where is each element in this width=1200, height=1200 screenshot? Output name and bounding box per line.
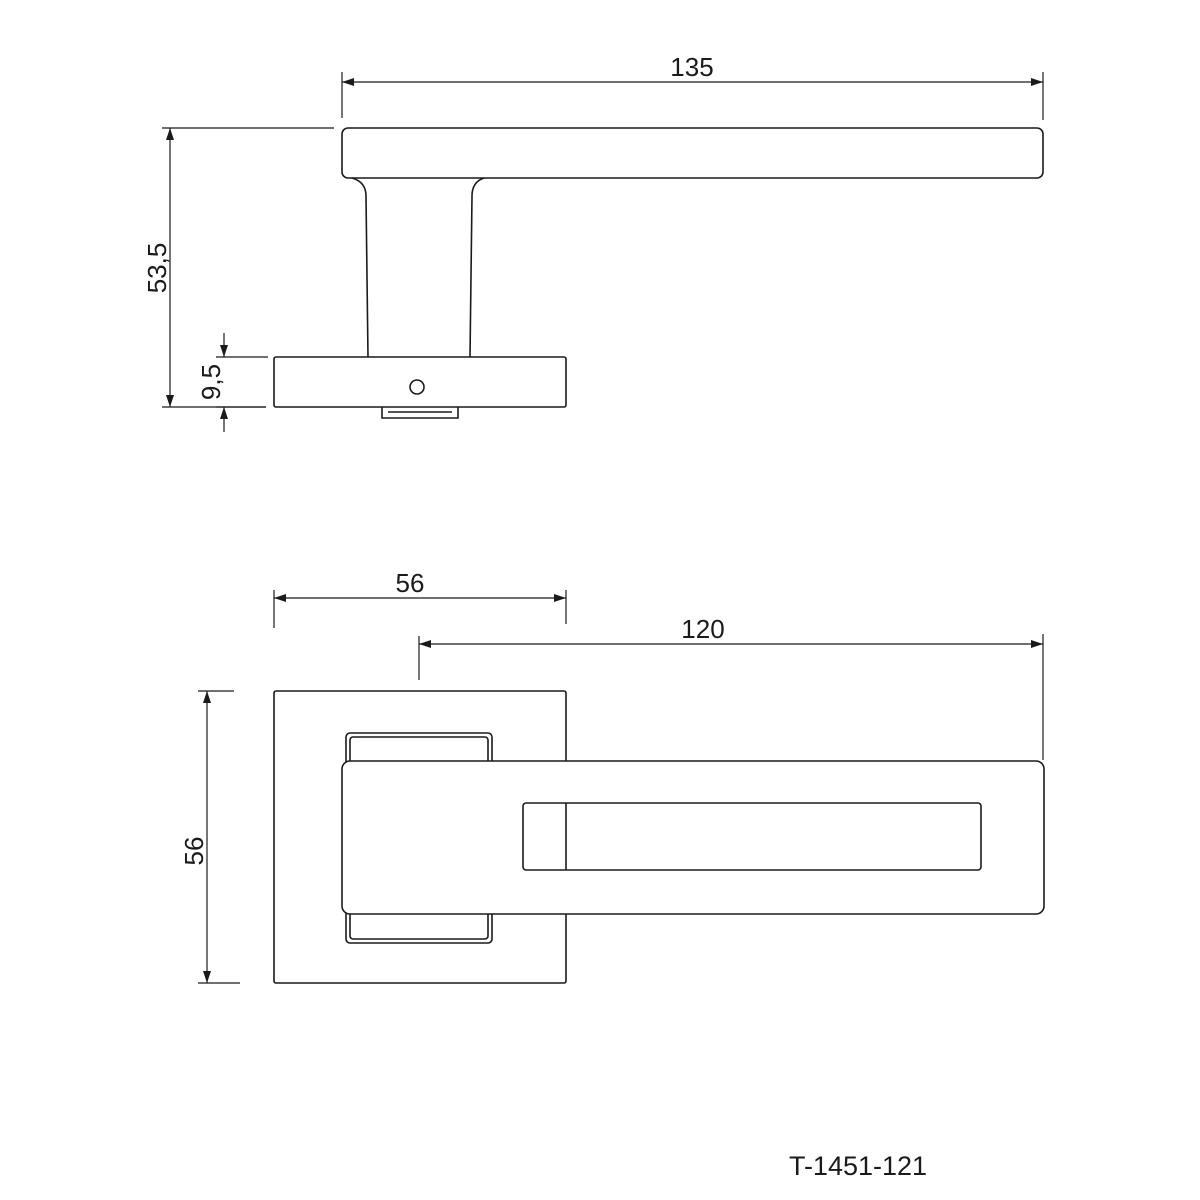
dimension-120: 120: [418, 614, 1044, 760]
side-spindle: [381, 407, 459, 419]
dimension-135-label: 135: [670, 52, 713, 82]
dimension-53-5: 53,5: [142, 127, 334, 408]
side-lever-neck: [351, 177, 485, 358]
side-view: 135 53,5 9,5: [142, 52, 1044, 432]
dimension-56-vertical: 56: [179, 690, 240, 984]
dimension-56-vertical-label: 56: [179, 837, 209, 866]
dimension-135: 135: [341, 52, 1044, 120]
side-lever-bar: [341, 127, 1044, 179]
dimension-120-label: 120: [681, 614, 724, 644]
product-code: T-1451-121: [789, 1151, 927, 1181]
top-view: 56 120 56: [179, 568, 1045, 984]
set-screw-hole: [409, 379, 425, 395]
side-rose: [273, 356, 567, 408]
dimension-56-horizontal: 56: [273, 568, 567, 628]
top-lever-recess: [522, 802, 982, 871]
dimension-9-5-label: 9,5: [196, 364, 226, 400]
dimension-56-horizontal-label: 56: [396, 568, 425, 598]
dimension-9-5: 9,5: [196, 333, 268, 432]
dimension-53-5-label: 53,5: [142, 243, 172, 294]
top-lever: [341, 760, 1045, 915]
